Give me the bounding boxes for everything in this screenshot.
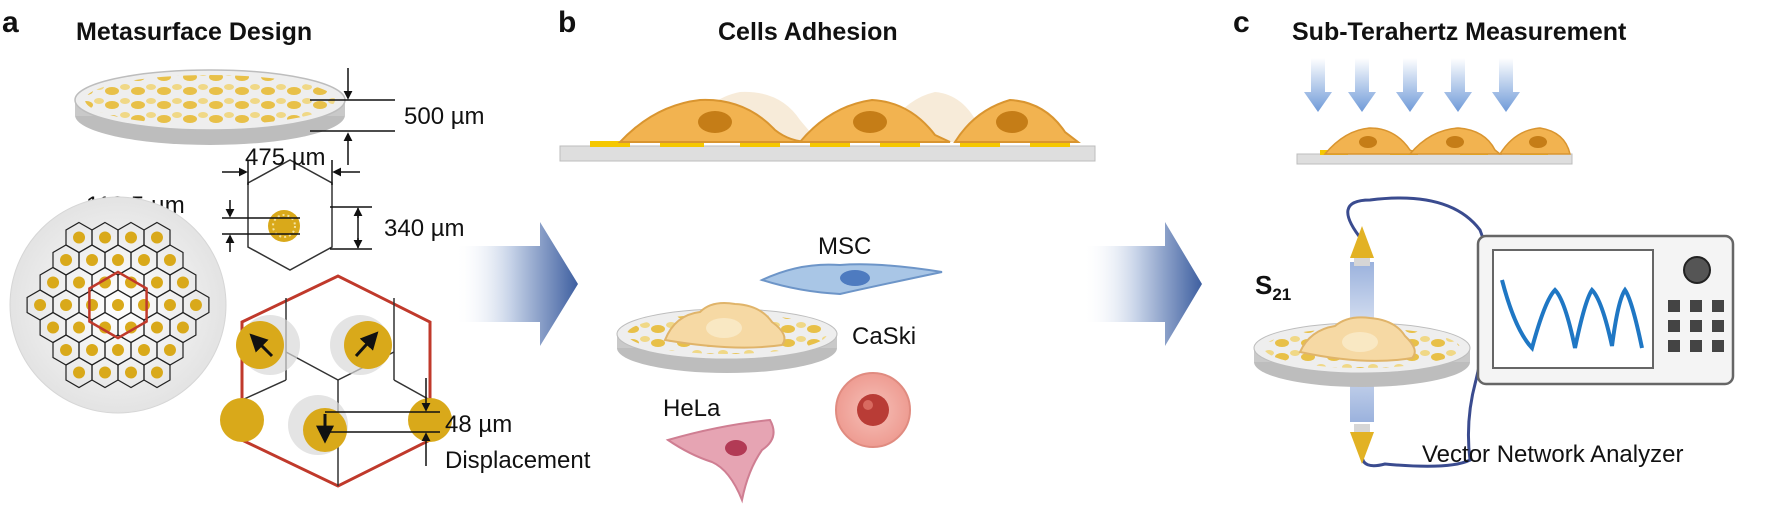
panel-a-title: Metasurface Design	[76, 18, 312, 46]
metasurface-disk-icon	[74, 69, 346, 145]
wave-arrow-4	[1444, 58, 1472, 112]
panel-a-letter: a	[2, 6, 19, 39]
panel-c-title: Sub-Terahertz Measurement	[1292, 18, 1627, 46]
cell-on-metasurface-icon	[616, 302, 838, 373]
hela-cell-icon	[665, 418, 775, 504]
hex-height-label: 340 µm	[384, 215, 465, 242]
panel-b-title: Cells Adhesion	[718, 18, 898, 46]
caski-cell-icon	[835, 372, 911, 448]
displacement-value: 48 µm	[445, 411, 512, 438]
wave-arrow-1	[1304, 58, 1332, 112]
displacement-dimension	[325, 378, 440, 466]
thickness-label: 500 µm	[404, 103, 485, 130]
metasurface-array-icon	[9, 196, 227, 414]
adhered-cells-icon	[617, 91, 1081, 143]
wave-arrow-2	[1348, 58, 1376, 112]
msc-label: MSC	[818, 233, 871, 260]
hex-width-dimension	[222, 160, 360, 185]
panel-b-letter: b	[558, 6, 576, 39]
displacement-label: Displacement	[445, 447, 591, 474]
incident-wave-arrows	[1304, 58, 1520, 112]
wave-arrow-5	[1492, 58, 1520, 112]
s-parameter-label: S21	[1255, 270, 1291, 304]
thickness-dimension	[310, 68, 395, 165]
caski-label: CaSki	[852, 323, 916, 350]
zoomed-unit-cells	[220, 274, 452, 488]
unit-cell-hexagon	[247, 159, 333, 271]
wave-arrow-3	[1396, 58, 1424, 112]
msc-cell-icon	[759, 263, 943, 296]
measurement-substrate	[1296, 127, 1573, 165]
flow-arrow-a-to-b	[455, 222, 578, 346]
adhesion-substrate	[559, 141, 1096, 162]
sample-disk-icon	[1253, 316, 1471, 387]
flow-arrow-b-to-c	[1083, 222, 1202, 346]
panel-c-letter: c	[1233, 6, 1250, 39]
hex-height-dimension	[330, 206, 372, 250]
vna-label: Vector Network Analyzer	[1422, 441, 1683, 468]
hela-label: HeLa	[663, 395, 721, 422]
resonator-width-dimension	[222, 200, 300, 252]
vna-instrument-icon	[1476, 234, 1735, 386]
hex-width-label: 475 µm	[245, 144, 326, 171]
